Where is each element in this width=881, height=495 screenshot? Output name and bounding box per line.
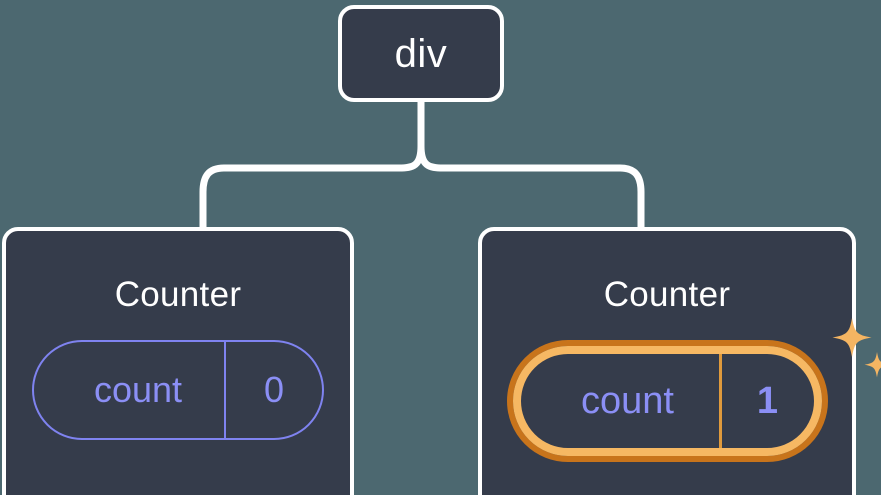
state-pill-count-left[interactable]: count 0 — [32, 340, 324, 440]
counter-right-title: Counter — [603, 275, 731, 314]
state-value-label: 1 — [718, 354, 814, 448]
counter-left-title: Counter — [114, 275, 242, 314]
node-div-label: div — [394, 31, 448, 76]
counter-right-state-wrap: count 1 — [506, 318, 881, 462]
state-value-label: 0 — [224, 342, 322, 438]
sparkle-small-icon — [864, 352, 881, 378]
state-key-label: count — [93, 369, 183, 410]
state-key-label: count — [581, 380, 674, 422]
node-counter-left[interactable]: Counter count 0 — [2, 227, 354, 495]
counter-left-state-wrap: count 0 — [32, 340, 324, 440]
node-counter-right[interactable]: Counter count 1 — [478, 227, 881, 495]
sparkle-large-icon — [832, 318, 871, 357]
sparkle-icon — [832, 318, 881, 378]
connector-left-branch — [199, 98, 425, 233]
connector-right-branch — [417, 98, 645, 233]
node-div[interactable]: div — [338, 5, 504, 102]
state-pill-count-right-highlight-ring: count 1 — [506, 340, 828, 462]
state-pill-count-right[interactable]: count 1 — [512, 346, 822, 456]
